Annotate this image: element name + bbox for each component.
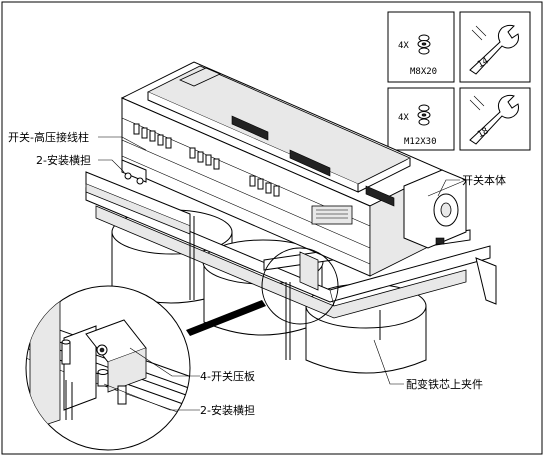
- label-mounting-bracket-detail: 2-安装横担: [200, 403, 255, 417]
- label-switch-plate: 4-开关压板: [200, 369, 255, 383]
- wrench-size-14: 14: [476, 56, 490, 70]
- wrench-box-18: 18: [459, 87, 531, 151]
- clamp-end-bracket: [475, 257, 497, 305]
- tie-rods: [189, 216, 381, 360]
- bolt-m8-icon: [417, 34, 431, 55]
- terminal-strip-top: [179, 67, 395, 207]
- label-switch-body: 开关本体: [462, 173, 506, 187]
- label-core-clamp: 配变铁芯上夹件: [406, 377, 483, 391]
- detail-magnified-view: [25, 285, 191, 451]
- wrench-box-14: 14: [459, 11, 531, 83]
- detail-callout-circle: [261, 247, 339, 325]
- label-switch-hv-terminal: 开关-高压接线柱: [8, 130, 89, 144]
- callout-pointer: [186, 300, 266, 336]
- leader-lines: [98, 136, 460, 411]
- spec-m8-qty: 4X: [398, 41, 409, 51]
- spec-m12-size: M12X30: [404, 137, 437, 147]
- spec-m8-size: M8X20: [410, 67, 437, 77]
- wrench-icon: [469, 94, 519, 145]
- spec-box-m8: 4X M8X20: [387, 11, 455, 83]
- wrench-icon: [469, 24, 519, 75]
- label-mounting-bracket: 2-安装横担: [36, 153, 91, 167]
- front-terminals: [133, 123, 353, 225]
- hv-terminal-posts: [121, 159, 319, 291]
- spec-m12-qty: 4X: [398, 113, 409, 123]
- wrench-size-18: 18: [476, 126, 490, 140]
- switch-mechanism: [403, 169, 467, 249]
- bolt-m12-icon: [417, 104, 431, 126]
- core-clamp-frame: [85, 187, 497, 319]
- spec-box-m12: 4X M12X30: [387, 87, 455, 151]
